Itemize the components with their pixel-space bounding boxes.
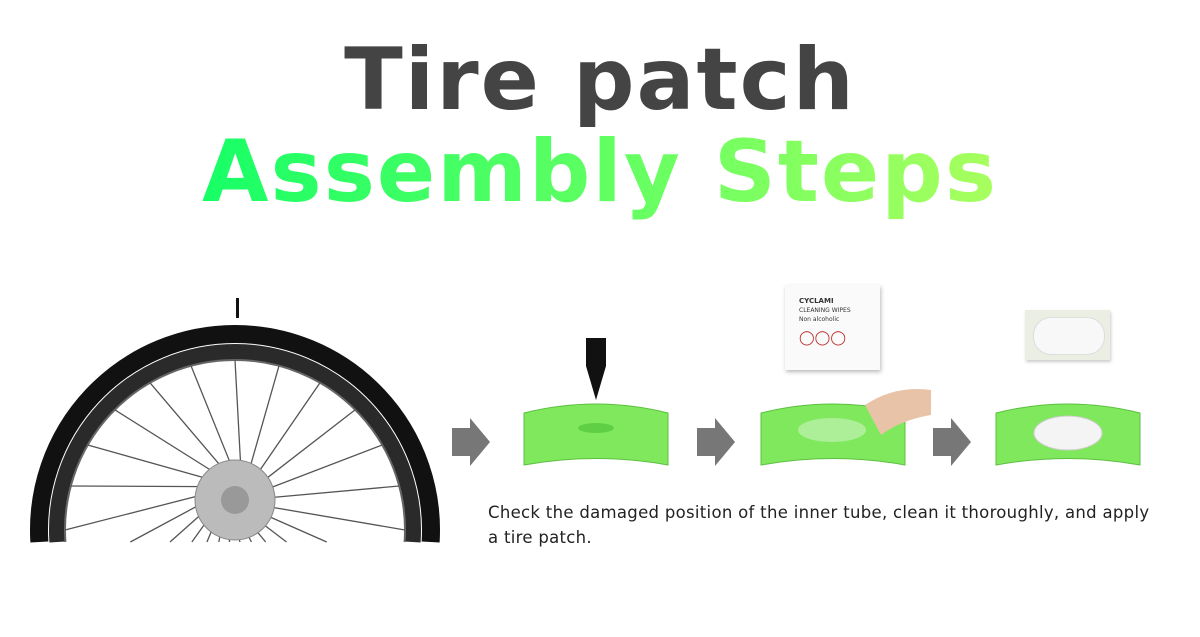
arrow-icon — [452, 418, 490, 466]
title-line-1: Tire patch — [344, 30, 856, 130]
tube-step-3 — [995, 403, 1141, 466]
illustration — [30, 298, 1141, 543]
cleaning-wipes-packet: CYCLAMI CLEANING WIPES Non alcoholic ◯◯◯ — [785, 285, 880, 370]
wheel-rim — [49, 344, 421, 543]
patch-sticker — [1025, 310, 1110, 360]
spoke — [263, 444, 383, 492]
instruction-caption: Check the damaged position of the inner … — [488, 503, 1150, 547]
spoke — [247, 365, 280, 474]
nail-in-tire — [236, 298, 239, 318]
wipes-line-2: Non alcoholic — [799, 316, 840, 323]
spoke — [130, 501, 206, 543]
spoke — [87, 444, 213, 481]
spoke — [261, 512, 327, 543]
arrow-icon — [697, 418, 735, 466]
spoke — [259, 409, 356, 484]
spoke — [114, 409, 219, 476]
hub — [221, 486, 249, 514]
spoke — [264, 485, 400, 499]
tube-step-1 — [523, 338, 669, 466]
nail-icon — [586, 338, 606, 400]
title-line-2: Assembly Steps — [0, 122, 1200, 222]
tube-step-2 — [760, 389, 931, 466]
wheel-rim — [30, 325, 440, 543]
drops-icon: ◯◯◯ — [799, 330, 847, 346]
spoke — [190, 365, 234, 471]
bicycle-wheel — [30, 298, 440, 543]
spoke — [149, 382, 226, 472]
spoke — [264, 505, 406, 531]
wipes-brand: CYCLAMI — [799, 297, 834, 305]
spoke — [234, 359, 242, 471]
step-arrows — [452, 418, 971, 466]
spoke — [64, 493, 206, 531]
spoke — [254, 382, 321, 478]
spoke — [70, 485, 209, 488]
title-line-2-text: Assembly Steps — [201, 122, 999, 222]
wipes-line-1: CLEANING WIPES — [799, 307, 851, 314]
arrow-icon — [933, 418, 971, 466]
hand — [865, 389, 931, 435]
